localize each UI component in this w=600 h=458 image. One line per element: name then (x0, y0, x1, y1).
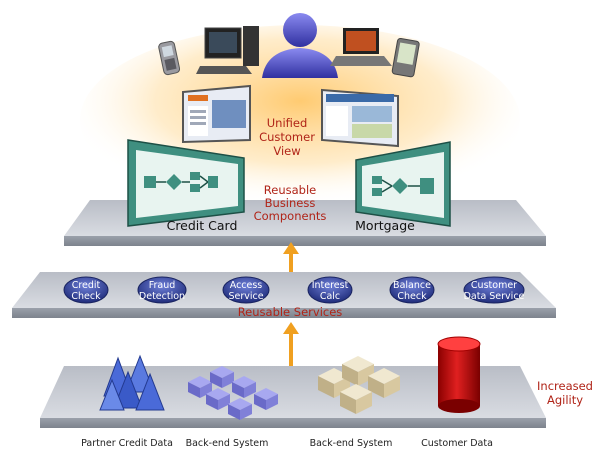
service-access-service: Access Service (222, 276, 270, 304)
customer-data-cylinder-icon (437, 336, 481, 413)
unified-view-label-line2: Customer (259, 130, 315, 144)
service-customer-data-service-line2: Data Service (464, 291, 525, 302)
unified-view-label-line3: View (273, 144, 300, 158)
increased-agility-label-line1: Increased (537, 379, 593, 393)
partner-credit-pyramids-icon (99, 354, 165, 411)
caption-partner-credit-data: Partner Credit Data (81, 438, 173, 449)
caption-backend-system-2: Back-end System (310, 438, 393, 449)
person-icon (262, 13, 338, 78)
caption-customer-data: Customer Data (421, 438, 493, 449)
laptop-icon (330, 28, 392, 66)
service-access-service-line1: Access (230, 280, 263, 291)
components-label-line3: Components (254, 209, 327, 223)
pda-icon (391, 37, 420, 78)
mortgage-label: Mortgage (355, 218, 415, 233)
backend-system-cubes-icon (188, 366, 278, 420)
service-interest-calc-line2: Calc (320, 291, 340, 302)
desktop-computer-icon (196, 26, 259, 74)
service-fraud-detection: Fraud Detection (137, 276, 187, 304)
web-screen-left (182, 84, 251, 144)
service-access-service-line2: Service (228, 291, 263, 302)
service-fraud-detection-line1: Fraud (149, 280, 176, 291)
web-screen-right (321, 88, 399, 148)
service-credit-check-line2: Check (71, 291, 101, 302)
components-label-line1: Reusable (264, 183, 316, 197)
reusable-services-label: Reusable Services (238, 305, 343, 319)
service-balance-check-line1: Balance (393, 280, 431, 291)
components-label-line2: Business (265, 196, 316, 210)
increased-agility-label-line2: Agility (547, 393, 583, 407)
service-interest-calc-line1: Interest (312, 280, 349, 291)
service-customer-data-service-line1: Customer (471, 280, 517, 291)
unified-view-label-line1: Unified (267, 116, 308, 130)
backend-system-blocks-icon (318, 356, 400, 414)
service-credit-check-line1: Credit (72, 280, 101, 291)
service-balance-check: Balance Check (389, 276, 435, 304)
mortgage-workflow-panel (355, 141, 451, 227)
mobile-phone-icon (158, 40, 181, 76)
service-customer-data-service: Customer Data Service (463, 276, 525, 304)
service-credit-check: Credit Check (63, 276, 109, 304)
data-platform (40, 366, 546, 428)
credit-card-workflow-panel (127, 139, 245, 227)
credit-card-label: Credit Card (167, 218, 238, 233)
service-fraud-detection-line2: Detection (139, 291, 185, 302)
service-interest-calc: Interest Calc (307, 276, 353, 304)
service-balance-check-line2: Check (397, 291, 427, 302)
caption-backend-system-1: Back-end System (186, 438, 269, 449)
